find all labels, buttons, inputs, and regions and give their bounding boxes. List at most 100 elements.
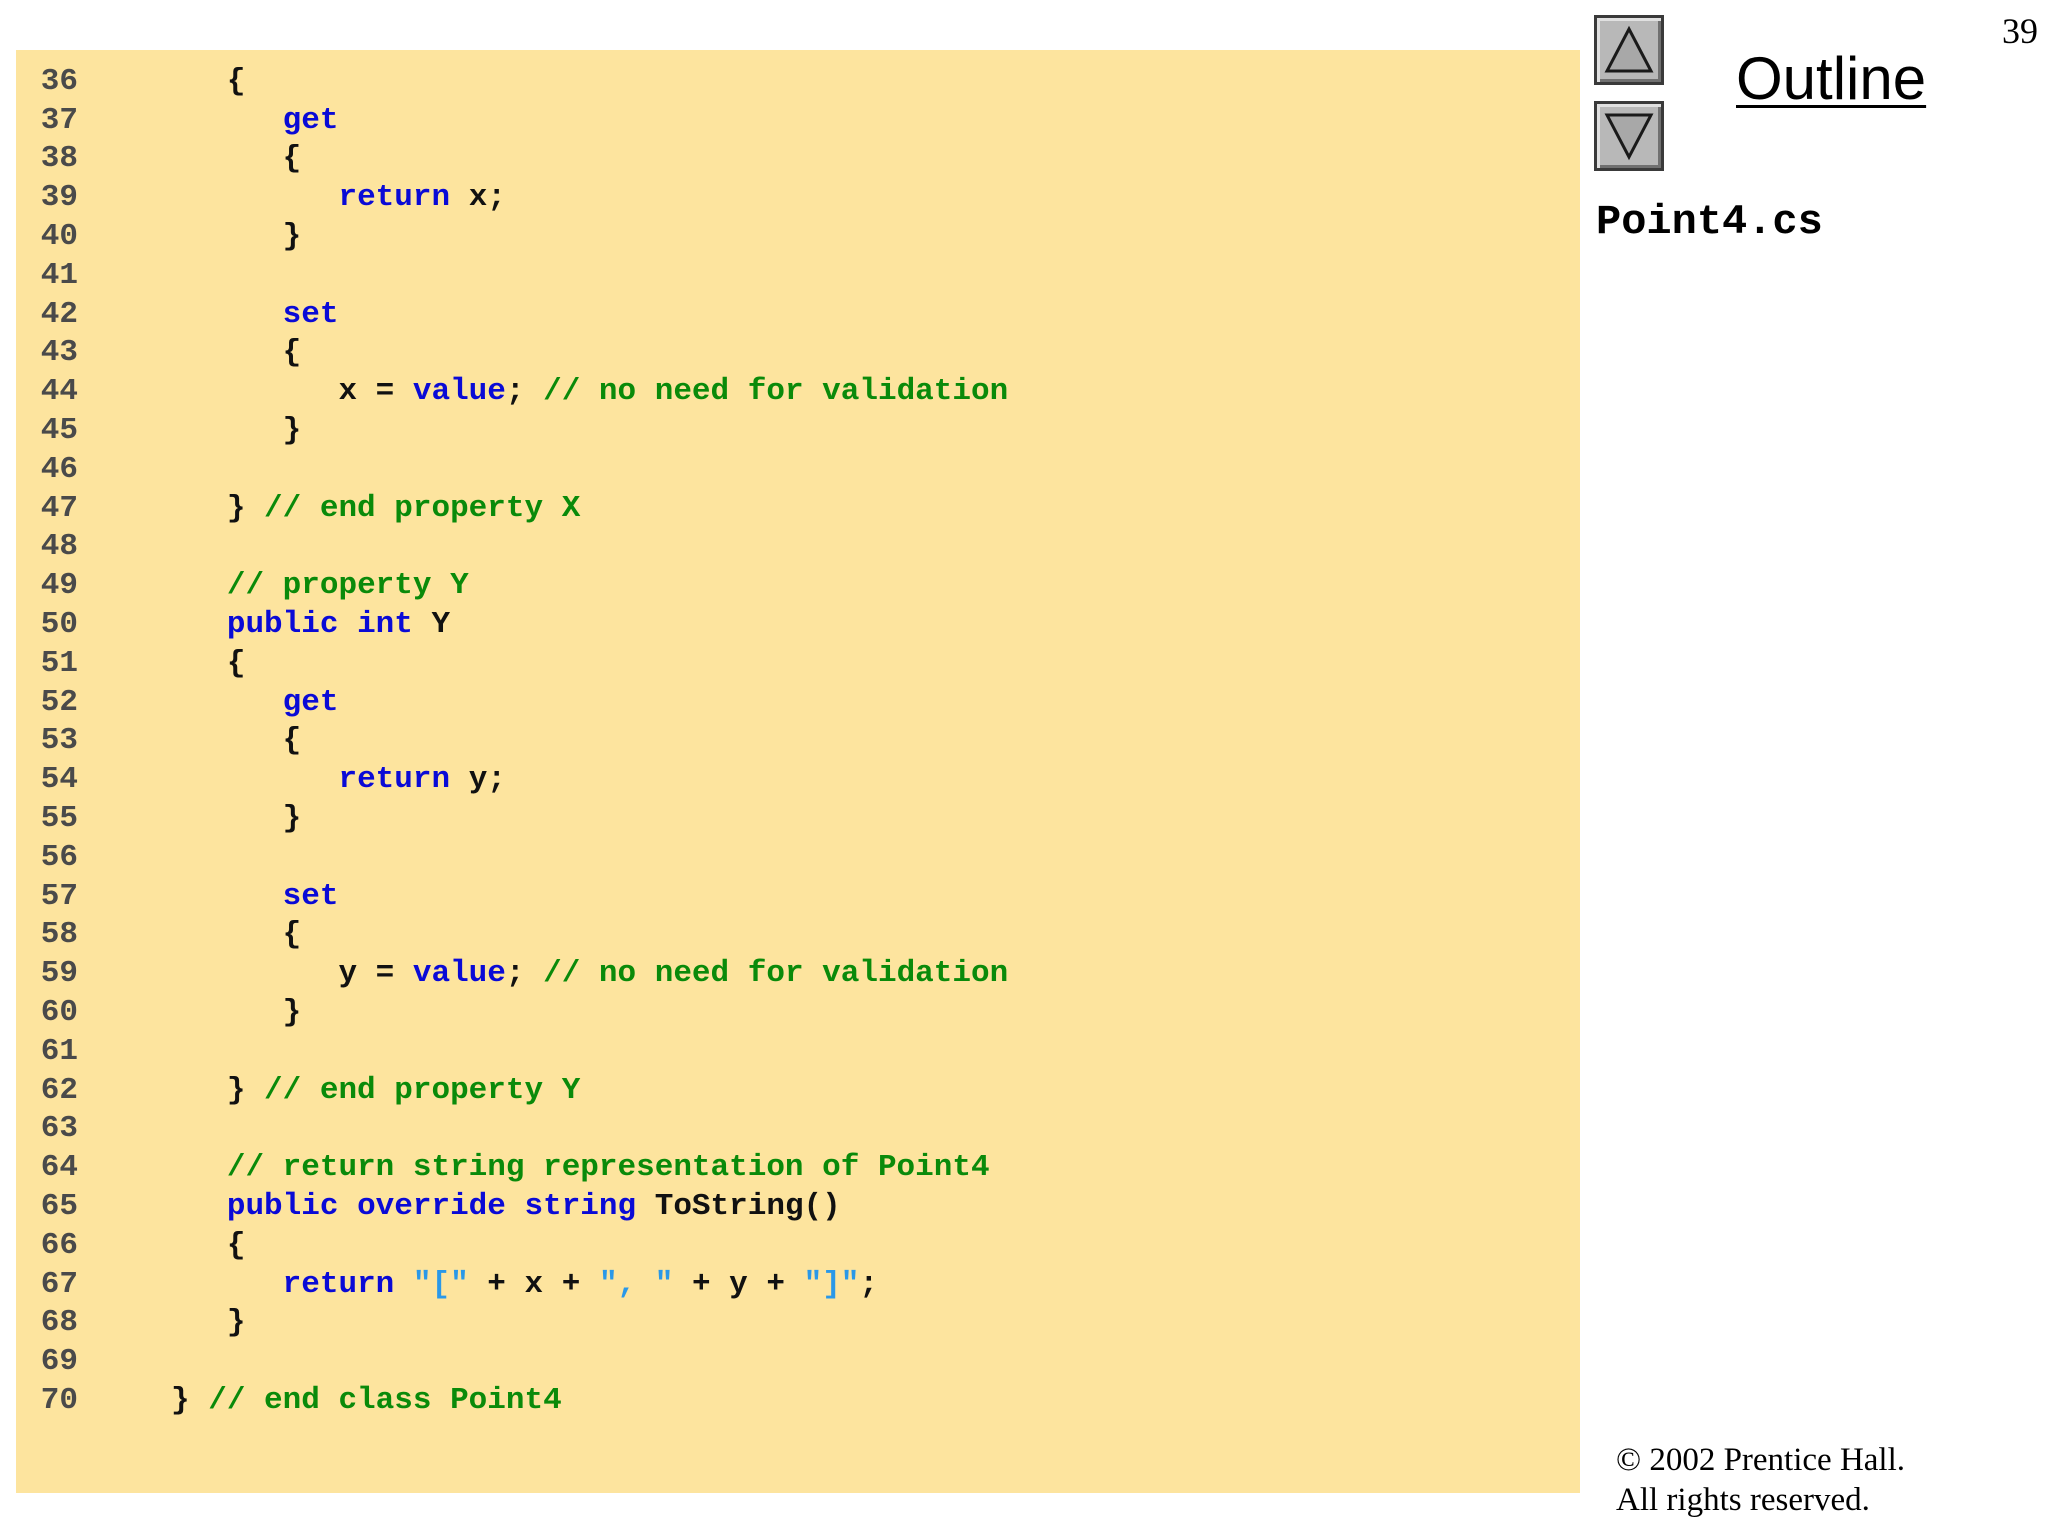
code-line: 48 bbox=[16, 528, 1580, 567]
line-number: 52 bbox=[40, 684, 78, 720]
code-text: { bbox=[78, 335, 302, 370]
code-text bbox=[78, 1034, 115, 1069]
code-token: "[" bbox=[412, 1266, 469, 1302]
line-number: 65 bbox=[40, 1189, 78, 1224]
code-line: 36 { bbox=[16, 62, 1580, 101]
line-number: 57 bbox=[40, 878, 78, 914]
code-text: return x; bbox=[78, 180, 505, 216]
code-token: // return string representation of Point… bbox=[226, 1150, 990, 1186]
code-token: // no need for validation bbox=[543, 374, 1009, 410]
code-line: 63 bbox=[16, 1110, 1580, 1149]
line-number: 45 bbox=[40, 413, 78, 449]
code-token: Y bbox=[412, 607, 451, 643]
code-line: 65 public override string ToString() bbox=[16, 1187, 1580, 1226]
code-token bbox=[115, 297, 282, 332]
code-token bbox=[115, 685, 282, 720]
code-token: // property Y bbox=[226, 568, 469, 604]
code-token bbox=[115, 568, 227, 603]
code-line: 70 } // end class Point4 bbox=[16, 1381, 1580, 1420]
code-line: 38 { bbox=[16, 140, 1580, 179]
next-slide-button[interactable] bbox=[1594, 101, 1664, 171]
code-line: 68 } bbox=[16, 1304, 1580, 1343]
code-text bbox=[78, 529, 115, 564]
code-token: public override string bbox=[226, 1189, 637, 1224]
code-token: ; bbox=[505, 374, 544, 410]
code-text: } bbox=[78, 801, 302, 837]
code-token: // no need for validation bbox=[543, 956, 1009, 992]
code-line: 53 { bbox=[16, 722, 1580, 761]
outline-link[interactable]: Outline bbox=[1736, 45, 1927, 112]
code-token: // end class Point4 bbox=[208, 1382, 562, 1418]
code-token: { bbox=[115, 63, 246, 99]
code-line: 62 } // end property Y bbox=[16, 1071, 1580, 1110]
code-token: set bbox=[282, 878, 339, 914]
line-number: 42 bbox=[40, 296, 78, 332]
code-text bbox=[78, 840, 115, 875]
code-token bbox=[115, 103, 282, 138]
code-line: 42 set bbox=[16, 295, 1580, 334]
code-token: x = bbox=[115, 374, 413, 410]
code-token: ; bbox=[859, 1266, 879, 1302]
code-text: public override string ToString() bbox=[78, 1189, 841, 1224]
code-token: // end property Y bbox=[264, 1072, 581, 1108]
line-number: 56 bbox=[40, 839, 78, 875]
code-token bbox=[115, 879, 282, 914]
code-line: 69 bbox=[16, 1342, 1580, 1381]
code-line: 44 x = value; // no need for validation bbox=[16, 372, 1580, 411]
code-text: { bbox=[78, 141, 302, 177]
code-token: y; bbox=[450, 762, 506, 798]
code-token: return bbox=[338, 180, 451, 216]
code-text bbox=[78, 452, 115, 487]
code-token bbox=[115, 1150, 227, 1185]
code-text bbox=[78, 258, 115, 293]
code-line: 37 get bbox=[16, 101, 1580, 140]
code-text: } bbox=[78, 413, 302, 448]
code-line: 55 } bbox=[16, 799, 1580, 838]
code-token: } bbox=[115, 1305, 246, 1341]
code-line: 60 } bbox=[16, 993, 1580, 1032]
code-token: // end property X bbox=[264, 490, 581, 526]
code-line: 41 bbox=[16, 256, 1580, 295]
line-number: 58 bbox=[40, 917, 78, 953]
code-text: // return string representation of Point… bbox=[78, 1150, 990, 1185]
code-text: x = value; // no need for validation bbox=[78, 374, 1008, 409]
code-token: { bbox=[115, 645, 246, 681]
line-number: 63 bbox=[40, 1111, 78, 1147]
code-line: 57 set bbox=[16, 877, 1580, 916]
code-text bbox=[78, 1344, 115, 1379]
code-token: { bbox=[115, 917, 302, 953]
line-number: 47 bbox=[40, 490, 78, 526]
code-text: { bbox=[78, 917, 302, 953]
code-line: 54 return y; bbox=[16, 760, 1580, 799]
line-number: 39 bbox=[40, 180, 78, 216]
slide-number: 39 bbox=[2002, 11, 2038, 51]
line-number: 66 bbox=[40, 1227, 78, 1263]
previous-slide-button[interactable] bbox=[1594, 15, 1664, 85]
copyright-line-1: © 2002 Prentice Hall. bbox=[1616, 1442, 1906, 1478]
code-text: } bbox=[78, 1305, 246, 1341]
code-text: } // end property X bbox=[78, 491, 580, 526]
code-line: 67 return "[" + x + ", " + y + "]"; bbox=[16, 1265, 1580, 1304]
line-number: 48 bbox=[40, 529, 78, 565]
triangle-up-icon bbox=[1604, 25, 1654, 73]
code-line: 59 y = value; // no need for validation bbox=[16, 954, 1580, 993]
code-token: } bbox=[115, 801, 302, 837]
code-line: 61 bbox=[16, 1032, 1580, 1071]
line-number: 43 bbox=[40, 335, 78, 371]
code-text bbox=[78, 1111, 115, 1146]
file-name: Point4.cs bbox=[1596, 198, 1823, 246]
line-number: 50 bbox=[40, 607, 78, 643]
code-token: { bbox=[115, 1227, 246, 1263]
code-line: 66 { bbox=[16, 1226, 1580, 1265]
line-number: 54 bbox=[40, 762, 78, 798]
line-number: 55 bbox=[40, 801, 78, 837]
copyright-notice: © 2002 Prentice Hall. All rights reserve… bbox=[1616, 1440, 1905, 1520]
code-line: 45 } bbox=[16, 411, 1580, 450]
code-token: { bbox=[115, 141, 302, 177]
code-text: } // end property Y bbox=[78, 1073, 580, 1108]
code-text: public int Y bbox=[78, 607, 450, 642]
code-token bbox=[115, 180, 338, 215]
code-token: value bbox=[412, 956, 506, 992]
code-token bbox=[394, 1267, 413, 1302]
